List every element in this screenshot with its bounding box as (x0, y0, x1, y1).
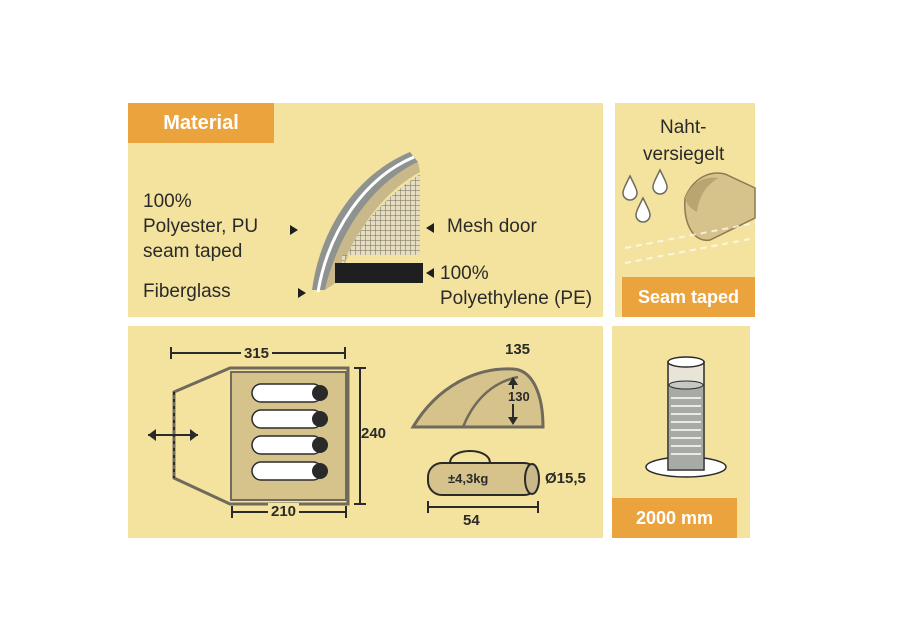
bag-handle (449, 450, 491, 464)
poles-label: Fiberglass (143, 281, 231, 302)
length-value: 315 (241, 345, 273, 362)
outer-fabric-line1: 100% (143, 191, 192, 212)
weight-value: ±4,3kg (448, 471, 489, 486)
sleeping-bag-icon (251, 461, 328, 481)
material-layers-illustration (290, 152, 434, 298)
floor-line2: Polyethylene (PE) (440, 288, 593, 309)
mesh-door-layer (342, 174, 420, 268)
tape-fold (685, 177, 719, 212)
outer-fabric-line2: Polyester, PU (143, 216, 259, 237)
floor-arrow (426, 268, 434, 278)
seam-taped-label: Seam taped (622, 277, 755, 317)
water-column-label: 2000 mm (612, 498, 737, 538)
sleeping-bag-icon (251, 409, 328, 429)
seam-tape-illustration (622, 168, 756, 264)
floor-line1: 100% (440, 263, 489, 284)
floor-plan-diagram (148, 347, 366, 518)
outer-fabric-line3: seam taped (143, 241, 243, 262)
tent-side-view (410, 367, 545, 429)
pole-arrow (298, 288, 306, 298)
seam-caption-line1: Naht- (660, 117, 707, 138)
mesh-door-label: Mesh door (447, 216, 537, 237)
raindrop-icon (635, 196, 651, 223)
seam-caption-line2: versiegelt (643, 144, 725, 165)
inner-tent-layer (325, 162, 420, 290)
inner-height-value: 130 (508, 389, 530, 404)
dimensions-panel (128, 326, 603, 538)
inner-length-value: 210 (268, 503, 300, 520)
pack-diameter-value: Ø15,5 (545, 470, 586, 487)
outer-fabric-arrow (290, 225, 298, 235)
water-column-illustration (645, 356, 727, 478)
pack-bag-illustration (427, 450, 540, 513)
pack-length-value: 54 (463, 512, 480, 529)
sleeping-bag-icon (251, 435, 328, 455)
raindrop-icon (622, 174, 638, 201)
raindrop-icon (652, 168, 668, 195)
fiberglass-pole (316, 155, 415, 293)
sleeping-bag-icon (251, 383, 328, 403)
floor-layer (335, 263, 423, 283)
material-label: Material (128, 103, 274, 143)
mesh-arrow (426, 223, 434, 233)
width-value: 240 (361, 425, 387, 442)
height-value: 135 (505, 341, 531, 358)
